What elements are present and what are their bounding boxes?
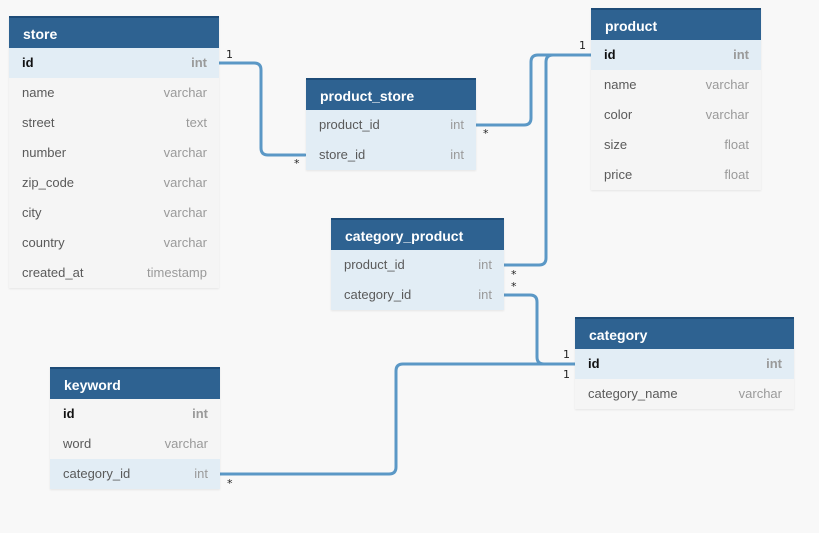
- column-type: float: [724, 167, 749, 182]
- table-header: product: [591, 8, 761, 40]
- column-name: price: [604, 167, 633, 182]
- table-header: keyword: [50, 367, 220, 399]
- table-row: category_id int: [331, 280, 504, 310]
- column-type: int: [478, 257, 492, 272]
- link-product-product-store: [474, 53, 593, 127]
- table-row: country varchar: [9, 228, 219, 258]
- table-row: id int: [575, 349, 794, 379]
- table-row: word varchar: [50, 429, 220, 459]
- column-type: varchar: [163, 175, 207, 190]
- column-name: category_id: [344, 287, 412, 302]
- table-product[interactable]: product id int name varchar color varcha…: [591, 8, 761, 190]
- table-row: name varchar: [591, 70, 761, 100]
- column-type: int: [194, 466, 208, 481]
- column-name: color: [604, 107, 633, 122]
- column-type: timestamp: [147, 265, 207, 280]
- column-name: store_id: [319, 147, 366, 162]
- column-name: name: [22, 85, 55, 100]
- column-name: id: [63, 406, 75, 421]
- column-name: city: [22, 205, 42, 220]
- table-row: price float: [591, 160, 761, 190]
- column-name: product_id: [344, 257, 405, 272]
- table-row: created_at timestamp: [9, 258, 219, 288]
- table-header: category_product: [331, 218, 504, 250]
- column-type: int: [191, 55, 207, 70]
- column-name: word: [63, 436, 92, 451]
- column-name: street: [22, 115, 55, 130]
- table-keyword[interactable]: keyword id int word varchar category_id …: [50, 367, 220, 489]
- table-row: id int: [9, 48, 219, 78]
- table-row: size float: [591, 130, 761, 160]
- column-name: number: [22, 145, 67, 160]
- column-name: zip_code: [22, 175, 75, 190]
- column-name: product_id: [319, 117, 380, 132]
- column-type: varchar: [164, 436, 208, 451]
- table-header: store: [9, 16, 219, 48]
- table-row: id int: [50, 399, 220, 429]
- column-type: varchar: [163, 235, 207, 250]
- table-header: product_store: [306, 78, 476, 110]
- link-product-category-product: [502, 53, 593, 267]
- table-row: store_id int: [306, 140, 476, 170]
- table-header: category: [575, 317, 794, 349]
- link-category-keyword: [218, 362, 577, 476]
- column-type: int: [766, 356, 782, 371]
- cardinality-label: *: [227, 477, 233, 490]
- column-name: id: [604, 47, 616, 62]
- column-name: created_at: [22, 265, 84, 280]
- link-store-product-store: [217, 61, 307, 157]
- cardinality-label: 1: [579, 39, 586, 52]
- table-row: color varchar: [591, 100, 761, 130]
- column-name: category_name: [588, 386, 678, 401]
- table-row: product_id int: [306, 110, 476, 140]
- table-row: street text: [9, 108, 219, 138]
- cardinality-label: *: [511, 268, 517, 281]
- table-row: category_name varchar: [575, 379, 794, 409]
- table-row: product_id int: [331, 250, 504, 280]
- table-category[interactable]: category id int category_name varchar: [575, 317, 794, 409]
- table-store[interactable]: store id int name varchar street text nu…: [9, 16, 219, 288]
- table-row: id int: [591, 40, 761, 70]
- cardinality-label: 1: [563, 368, 570, 381]
- cardinality-label: *: [294, 157, 300, 170]
- column-type: varchar: [705, 107, 749, 122]
- cardinality-label: *: [511, 280, 517, 293]
- column-type: int: [733, 47, 749, 62]
- column-name: id: [588, 356, 600, 371]
- table-category-product[interactable]: category_product product_id int category…: [331, 218, 504, 310]
- table-row: city varchar: [9, 198, 219, 228]
- column-type: float: [724, 137, 749, 152]
- column-name: category_id: [63, 466, 131, 481]
- column-type: varchar: [738, 386, 782, 401]
- column-type: int: [450, 117, 464, 132]
- table-row: category_id int: [50, 459, 220, 489]
- column-name: id: [22, 55, 34, 70]
- column-type: int: [450, 147, 464, 162]
- table-product-store[interactable]: product_store product_id int store_id in…: [306, 78, 476, 170]
- table-row: name varchar: [9, 78, 219, 108]
- column-name: country: [22, 235, 65, 250]
- cardinality-label: *: [483, 127, 489, 140]
- column-type: varchar: [163, 145, 207, 160]
- cardinality-label: 1: [226, 48, 233, 61]
- column-type: text: [186, 115, 207, 130]
- column-type: varchar: [163, 205, 207, 220]
- cardinality-label: 1: [563, 348, 570, 361]
- column-type: varchar: [705, 77, 749, 92]
- column-type: varchar: [163, 85, 207, 100]
- table-row: number varchar: [9, 138, 219, 168]
- table-row: zip_code varchar: [9, 168, 219, 198]
- column-type: int: [478, 287, 492, 302]
- column-name: name: [604, 77, 637, 92]
- column-type: int: [192, 406, 208, 421]
- column-name: size: [604, 137, 628, 152]
